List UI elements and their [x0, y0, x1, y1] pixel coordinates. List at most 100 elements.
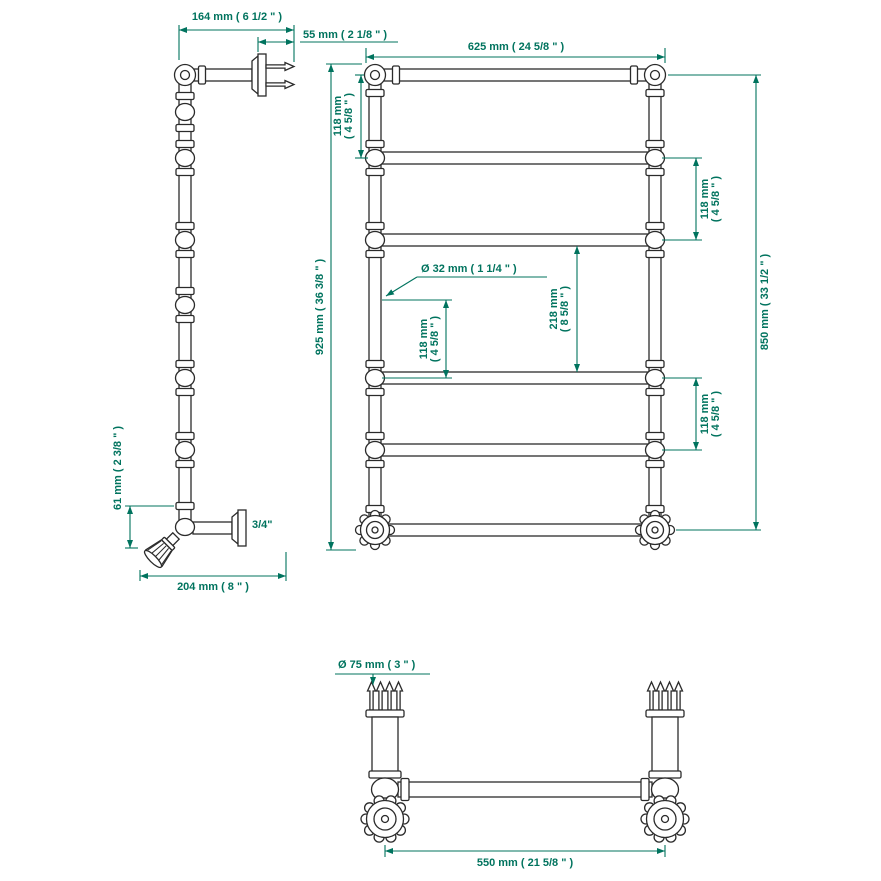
front-view: [354, 63, 676, 551]
collar: [400, 777, 410, 802]
dim-label-118-ll-mm: 118 mm: [418, 319, 430, 360]
dim-label-118-ur-in: ( 4 5/8 " ): [710, 176, 722, 223]
collar: [175, 359, 195, 369]
collar: [365, 431, 385, 441]
collar: [365, 359, 385, 369]
ball-joint: [174, 368, 196, 388]
dim-label-204: 204 mm ( 8 " ): [177, 581, 249, 593]
ball-joint: [644, 368, 666, 388]
collar: [645, 359, 665, 369]
collar: [365, 387, 385, 397]
connection-size-label: 3/4": [252, 519, 273, 531]
dim-label-164: 164 mm ( 6 1/2 " ): [192, 11, 283, 23]
collar: [365, 139, 385, 149]
collar: [645, 139, 665, 149]
ball-joint: [644, 148, 666, 168]
corner-elbow: [173, 63, 197, 87]
corner-elbow: [363, 63, 387, 87]
dim-label-850: 850 mm ( 33 1/2 " ): [759, 254, 771, 351]
ball-joint: [364, 148, 386, 168]
crossbar-top: [382, 68, 648, 82]
crossbar: [380, 151, 650, 165]
ball-joint: [644, 440, 666, 460]
dim-label-118-top-in: ( 4 5/8 " ): [343, 93, 355, 140]
collar: [175, 286, 195, 296]
dim-label-625: 625 mm ( 24 5/8 " ): [468, 41, 565, 53]
collar: [645, 88, 665, 98]
collar: [175, 314, 195, 324]
crossbar: [380, 233, 650, 247]
wall-mount-assembly: [641, 682, 689, 842]
dim-label-218-mm: 218 mm: [548, 288, 560, 329]
collar: [365, 459, 385, 469]
bottom-view-dimensions: Ø 75 mm ( 3 " ) 550 mm ( 21 5/8 " ): [335, 659, 666, 869]
side-view: [143, 53, 295, 569]
collar: [175, 91, 195, 101]
collar: [175, 387, 195, 397]
wall-mount-assembly: [361, 682, 409, 842]
collar: [365, 221, 385, 231]
collar: [645, 249, 665, 259]
dim-label-925: 925 mm ( 36 3/8 " ): [314, 259, 326, 356]
bracket-pin: [265, 61, 295, 72]
dim-label-tube-diameter: Ø 32 mm ( 1 1/4 " ): [421, 263, 517, 275]
dim-label-550: 550 mm ( 21 5/8 " ): [477, 857, 574, 869]
collar: [629, 65, 639, 85]
ball-joint: [174, 148, 196, 168]
ball-joint: [174, 440, 196, 460]
front-view-dimensions: 625 mm ( 24 5/8 " ) 925 mm ( 36 3/8 " ) …: [314, 41, 771, 551]
dim-label-118-lr-in: ( 4 5/8 " ): [710, 391, 722, 438]
ball-joint: [364, 368, 386, 388]
dim-label-218-in: ( 8 5/8 " ): [559, 286, 571, 333]
wall-flange-flower: [354, 509, 396, 551]
ball-joint: [364, 440, 386, 460]
collar: [645, 221, 665, 231]
wall-bracket-plate: [237, 509, 247, 547]
dim-label-55: 55 mm ( 2 1/8 " ): [303, 29, 387, 41]
collar: [175, 221, 195, 231]
collar: [197, 65, 207, 85]
collar: [175, 459, 195, 469]
ball-joint: [644, 230, 666, 250]
collar: [365, 88, 385, 98]
wall-bracket-bell: [251, 54, 259, 96]
collar: [175, 249, 195, 259]
wall-bracket-plate: [257, 53, 267, 97]
side-view-dimensions: 164 mm ( 6 1/2 " ) 55 mm ( 2 1/8 " ) 61 …: [112, 11, 398, 593]
collar: [391, 65, 401, 85]
connection-tube: [397, 781, 653, 798]
dim-label-61: 61 mm ( 2 3/8 " ): [112, 426, 124, 510]
dim-label-118-ur-mm: 118 mm: [699, 179, 711, 220]
collar: [175, 431, 195, 441]
collar: [645, 387, 665, 397]
valve-handle: [143, 531, 181, 569]
ball-joint: [174, 517, 196, 537]
collar: [175, 123, 195, 133]
dim-label-118-lr-mm: 118 mm: [699, 394, 711, 435]
side-bottom-arm: [192, 521, 233, 535]
ball-joint: [364, 230, 386, 250]
collar: [645, 167, 665, 177]
bottom-view: [361, 682, 689, 842]
dim-label-flange-diameter: Ø 75 mm ( 3 " ): [338, 659, 416, 671]
collar: [175, 139, 195, 149]
ball-joint: [174, 295, 196, 315]
bracket-pin: [265, 79, 295, 90]
ball-joint: [174, 102, 196, 122]
collar: [645, 431, 665, 441]
collar: [175, 501, 195, 511]
corner-elbow: [643, 63, 667, 87]
crossbar: [380, 443, 650, 457]
collar: [645, 459, 665, 469]
collar: [365, 249, 385, 259]
collar: [365, 167, 385, 177]
wall-bracket-bell: [231, 510, 239, 546]
dim-label-118-ll-in: ( 4 5/8 " ): [429, 316, 441, 363]
dim-label-118-top-mm: 118 mm: [332, 96, 344, 137]
collar: [175, 167, 195, 177]
ball-joint: [174, 230, 196, 250]
crossbar-bottom: [380, 523, 650, 537]
wall-flange-flower: [634, 509, 676, 551]
